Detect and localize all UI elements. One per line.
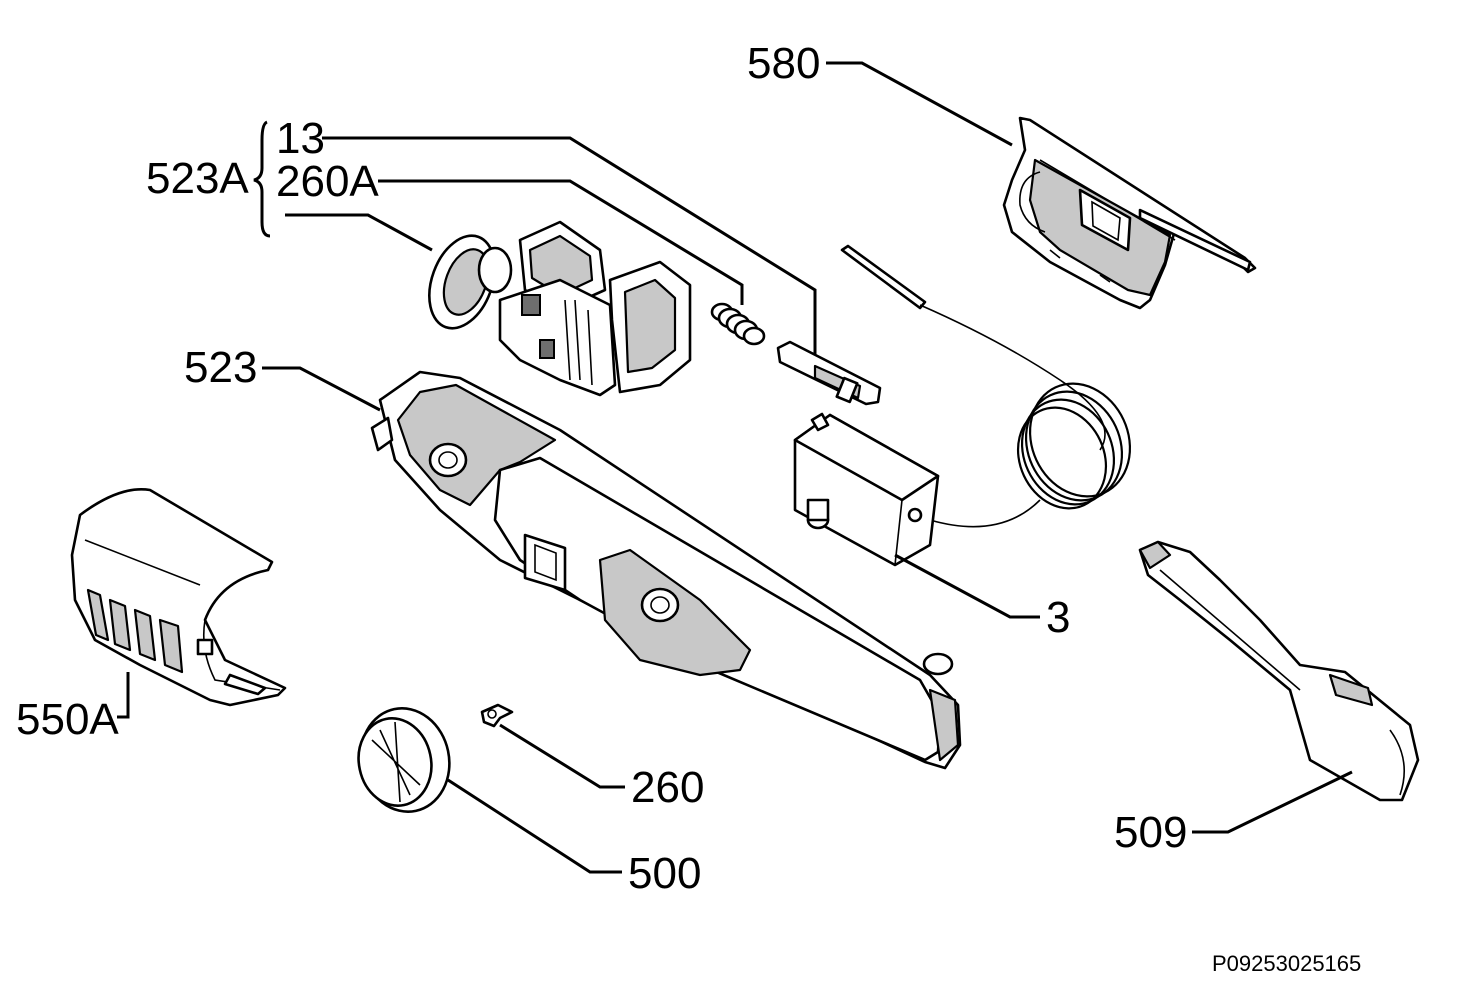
part-260-clip — [480, 703, 514, 728]
capillary-tube — [840, 244, 1132, 528]
part-580-bracket — [1002, 116, 1257, 310]
part-3-thermostat — [793, 412, 940, 567]
part-500-knob — [357, 707, 451, 813]
part-550a-cover — [70, 488, 287, 707]
label-13: 13 — [276, 114, 325, 163]
label-523: 523 — [184, 343, 257, 392]
part-523a-switch-assembly — [428, 220, 692, 397]
label-580: 580 — [747, 39, 820, 88]
part-260a-spring — [710, 302, 766, 346]
label-500: 500 — [628, 849, 701, 898]
label-3: 3 — [1046, 593, 1070, 642]
label-260: 260 — [631, 763, 704, 812]
label-550a: 550A — [16, 695, 119, 744]
label-260a: 260A — [276, 157, 379, 206]
drawing-code: P09253025165 — [1212, 951, 1361, 976]
part-509-handle — [1138, 540, 1420, 802]
part-13-lever — [776, 340, 882, 406]
callout-labels: 580 13 260A 523A 523 3 550A 260 500 509 — [16, 39, 1187, 898]
label-509: 509 — [1114, 808, 1187, 857]
part-523-housing — [370, 370, 962, 770]
label-523a: 523A — [146, 154, 249, 203]
leader-lines — [117, 61, 1353, 874]
